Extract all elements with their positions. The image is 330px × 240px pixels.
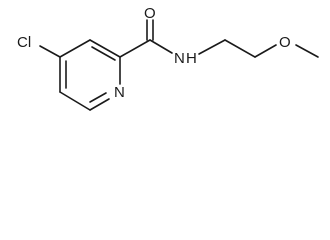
bond-ch2-ch2: [224, 39, 256, 58]
bond-carbonyl-n: [149, 39, 173, 54]
molecule-drawing: Cl N O N H O: [17, 5, 319, 111]
amide-nitrogen-label: N: [174, 50, 185, 67]
ether-oxygen-label: O: [279, 34, 291, 51]
methoxyethyl-chain: [198, 39, 319, 58]
ring-nitrogen-label: N: [114, 84, 125, 101]
bond-c2-carbonyl: [119, 39, 151, 58]
chlorine-label: Cl: [17, 34, 31, 51]
bond-c6-c5: [59, 91, 91, 111]
bond-c4-c3: [59, 39, 91, 58]
bond-n1-c6-inner: [89, 92, 107, 103]
bond-ch2-o: [254, 44, 277, 58]
structure-canvas: Cl N O N H O: [17, 5, 319, 111]
bond-c3-c2-inner: [91, 46, 116, 61]
amide-hydrogen-label: H: [186, 50, 197, 67]
amide-group: [119, 19, 173, 58]
bond-n1-c6: [89, 98, 110, 111]
bond-o-ch3: [295, 44, 319, 58]
pyridine-ring: [59, 39, 121, 111]
carbonyl-oxygen-label: O: [144, 5, 156, 22]
bond-c4-cl: [39, 45, 61, 58]
bond-n-ch2: [198, 39, 226, 55]
bond-c3-c2: [89, 39, 121, 58]
